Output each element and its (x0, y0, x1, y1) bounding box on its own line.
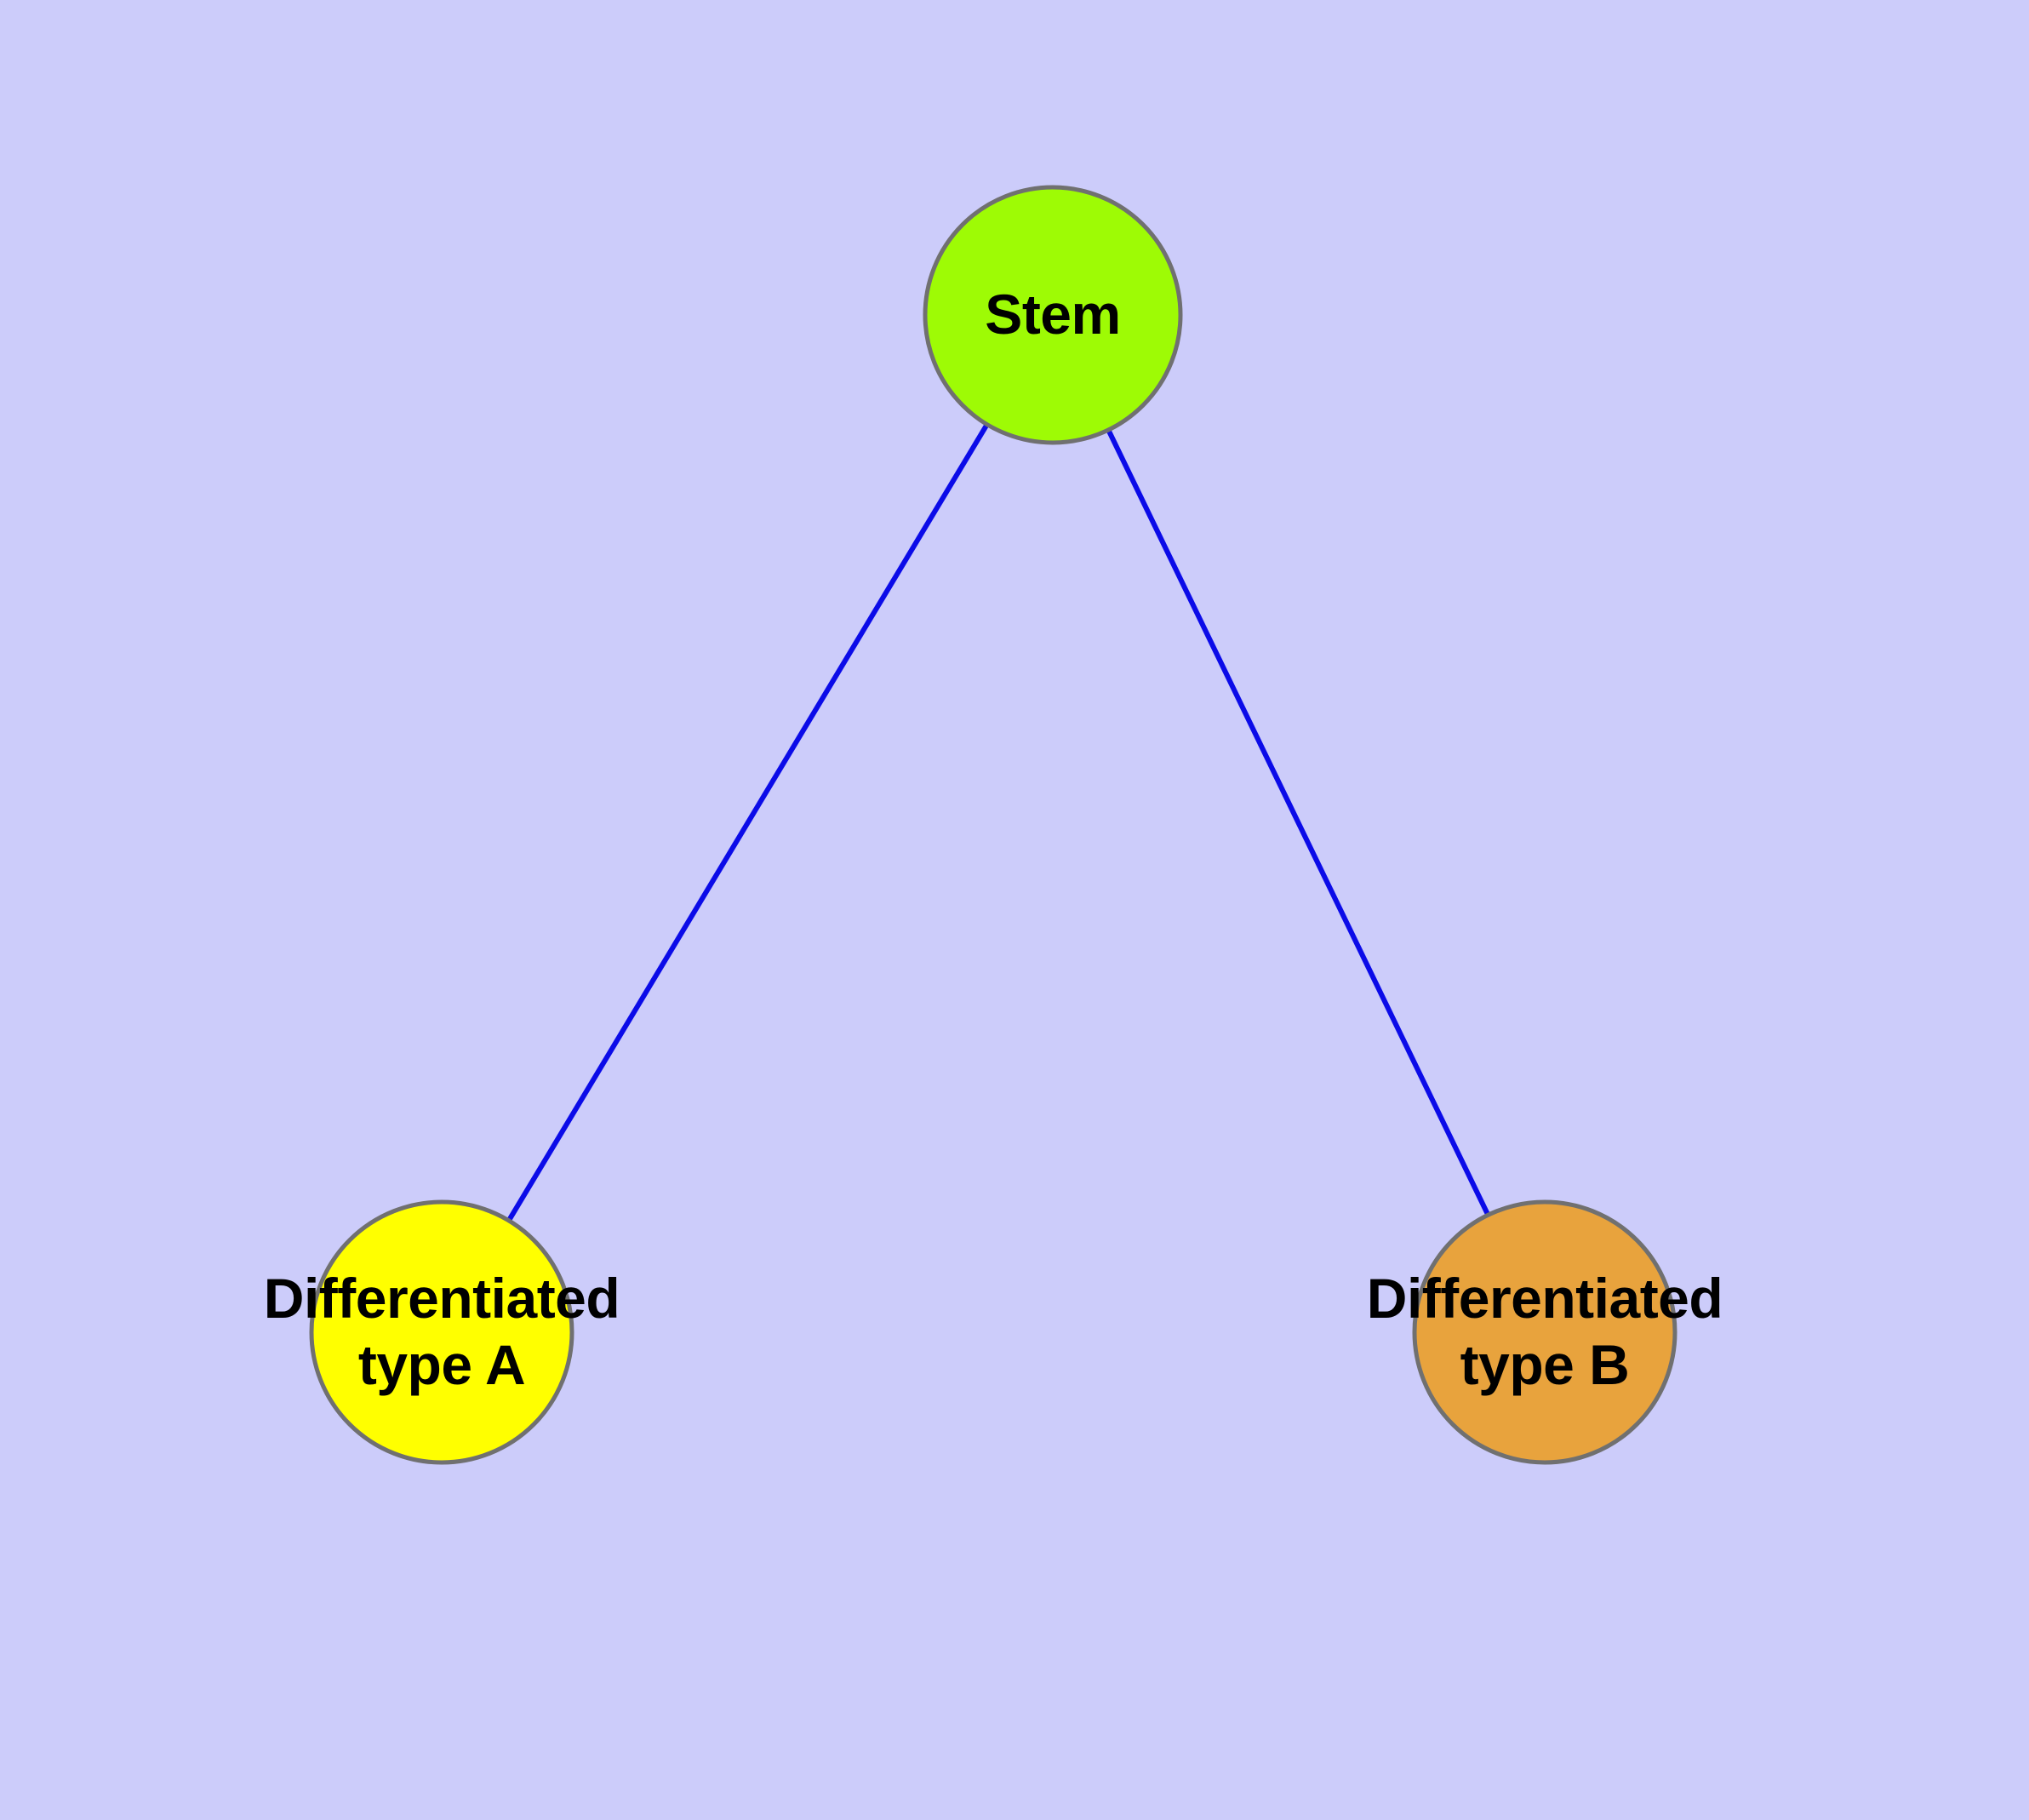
node-stem[interactable] (923, 185, 1183, 445)
edge-stem-to-b (1050, 313, 1547, 1334)
edges-layer (439, 313, 1547, 1334)
nodes-layer (309, 185, 1677, 1465)
node-diff_b[interactable] (1412, 1199, 1677, 1465)
node-diff_a[interactable] (309, 1199, 574, 1465)
edge-stem-to-a (439, 313, 1055, 1334)
